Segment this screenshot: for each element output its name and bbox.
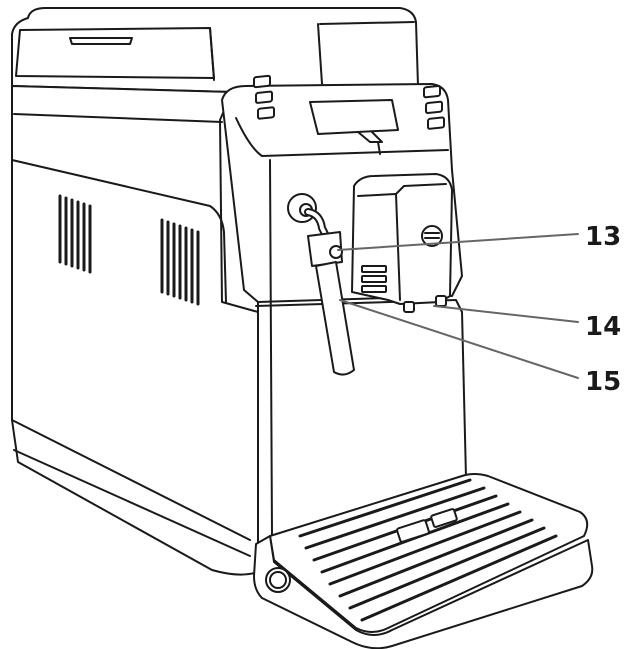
right-button-top [423,84,441,99]
leader-13 [337,233,579,251]
leader-15 [339,299,579,379]
left-button-top [253,74,271,89]
spout-slot-3 [361,285,387,293]
tray-cup-slot-2 [430,508,458,528]
control-panel [253,74,445,155]
side-body [11,85,259,576]
drip-grille [298,478,558,622]
leader-14 [433,305,579,323]
coffee-spout-left [403,301,415,313]
callout-15: 15 [585,367,622,397]
spout-slot-2 [361,275,387,283]
callout-13: 13 [585,222,622,252]
left-button-mid [255,90,273,104]
callout-14: 14 [585,312,622,342]
left-button-bottom [257,106,275,120]
right-button-bottom [427,116,445,130]
vent-grille-left [58,194,92,274]
tray-cup-slot [396,519,430,543]
leader-lines [337,233,579,379]
coffee-spout-right [435,295,447,307]
right-button-mid [425,100,443,115]
drip-tray [253,473,594,649]
spout-slot-1 [361,265,387,273]
dispenser-knob-icon [421,225,443,247]
display-screen [309,99,399,135]
vent-grille-right [160,218,200,306]
coffee-dispenser [351,173,453,313]
top-lid [11,7,419,93]
